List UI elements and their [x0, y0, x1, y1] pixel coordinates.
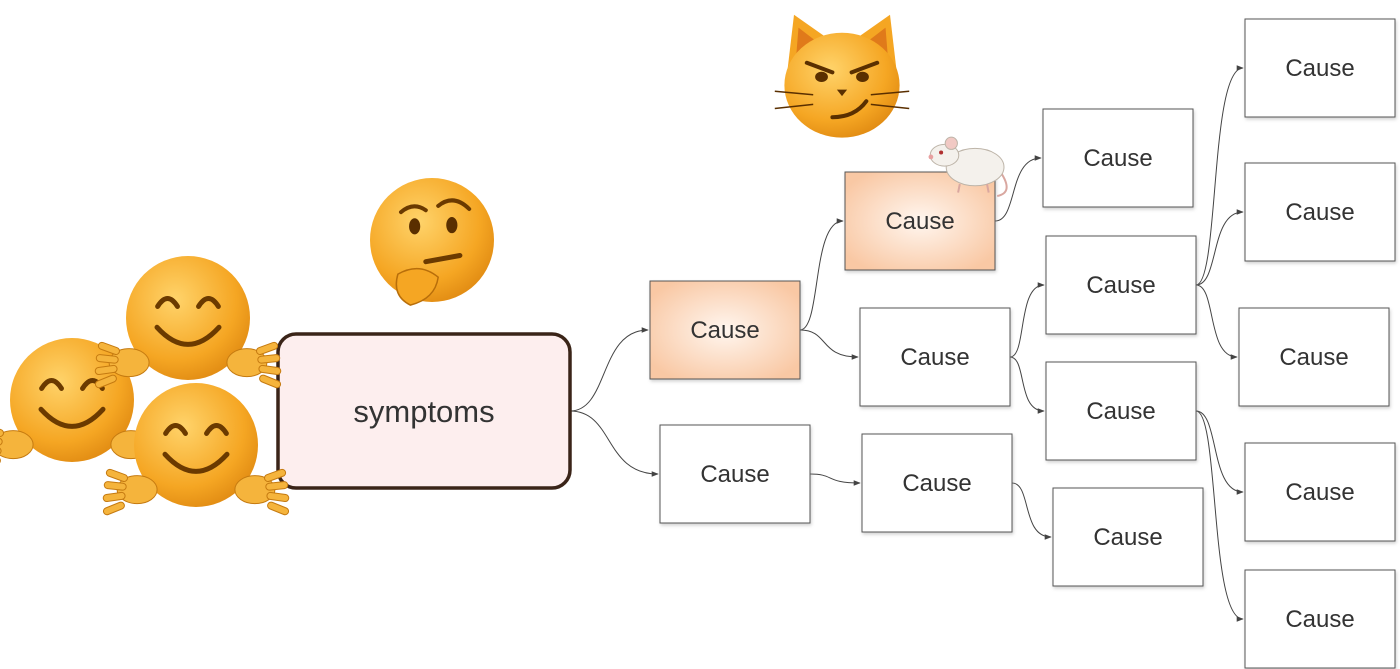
cause-node-c10: Cause: [1244, 18, 1396, 118]
cause-box: [659, 424, 811, 524]
edge-c5-to-c8: [1011, 482, 1052, 540]
cause-label: Cause: [900, 344, 969, 371]
cause-label: Cause: [690, 317, 759, 344]
cause-node-c2: Cause: [659, 424, 811, 524]
hugging-face-icon: [94, 256, 282, 389]
cause-box: [1045, 361, 1197, 461]
cause-label: Cause: [1086, 272, 1155, 299]
cause-label: Cause: [902, 470, 971, 497]
cause-node-c5: Cause: [861, 433, 1013, 533]
cause-box-highlight: [649, 280, 801, 380]
cause-label: Cause: [700, 461, 769, 488]
edges-layer: [569, 65, 1244, 622]
cause-box: [1244, 569, 1396, 669]
edge-c1-to-c4: [799, 329, 859, 360]
cause-box: [1052, 487, 1204, 587]
cause-label: Cause: [1083, 145, 1152, 172]
cause-box: [1244, 162, 1396, 262]
cause-box: [1244, 442, 1396, 542]
edge-c4-to-c6: [1009, 282, 1045, 358]
cause-node-c13: Cause: [1244, 442, 1396, 542]
symptoms-node: symptoms: [276, 332, 572, 490]
cause-box-highlight: [844, 171, 996, 271]
cause-node-c6: Cause: [1045, 235, 1197, 335]
thinking-face-icon: [370, 178, 494, 306]
cause-label: Cause: [885, 208, 954, 235]
cause-label: Cause: [1285, 606, 1354, 633]
cause-box: [1238, 307, 1390, 407]
edge-c6-to-c10: [1195, 65, 1244, 286]
cause-label: Cause: [1285, 199, 1354, 226]
edge-c4-to-c7: [1009, 356, 1045, 414]
icons-layer: [0, 14, 1008, 516]
edge-symptoms-to-c2: [569, 410, 659, 477]
cause-node-c4: Cause: [859, 307, 1011, 407]
cause-label: Cause: [1086, 398, 1155, 425]
edge-c2-to-c5: [809, 473, 861, 486]
edge-c7-to-c14: [1195, 410, 1244, 622]
nodes-layer: symptomsCauseCauseCauseCauseCauseCauseCa…: [276, 18, 1396, 669]
cause-label: Cause: [1285, 55, 1354, 82]
symptoms-label: symptoms: [353, 394, 494, 429]
symptoms-box: [276, 332, 572, 490]
cause-node-c1: Cause: [649, 280, 801, 380]
edge-symptoms-to-c1: [569, 327, 649, 412]
smirking-cat-face-icon: [774, 14, 910, 138]
cause-label: Cause: [1279, 344, 1348, 371]
hugging-face-icon: [102, 383, 290, 516]
cause-box: [859, 307, 1011, 407]
cause-box: [861, 433, 1013, 533]
edge-c1-to-c3: [799, 218, 844, 331]
edge-c3-to-c9: [994, 155, 1042, 222]
cause-label: Cause: [1093, 524, 1162, 551]
rat-icon: [928, 136, 1008, 197]
cause-node-c7: Cause: [1045, 361, 1197, 461]
cause-node-c11: Cause: [1244, 162, 1396, 262]
cause-node-c3: Cause: [844, 171, 996, 271]
cause-node-c8: Cause: [1052, 487, 1204, 587]
cause-node-c12: Cause: [1238, 307, 1390, 407]
cause-box: [1045, 235, 1197, 335]
edge-c6-to-c12: [1195, 284, 1238, 360]
cause-label: Cause: [1285, 479, 1354, 506]
cause-node-c9: Cause: [1042, 108, 1194, 208]
cause-node-c14: Cause: [1244, 569, 1396, 669]
edge-c6-to-c11: [1195, 209, 1244, 286]
cause-box: [1244, 18, 1396, 118]
edge-c7-to-c13: [1195, 410, 1244, 495]
cause-box: [1042, 108, 1194, 208]
